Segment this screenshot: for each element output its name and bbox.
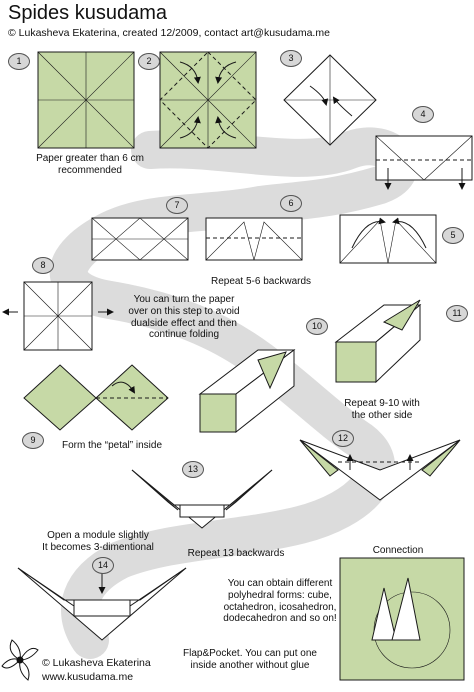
page-subtitle: © Lukasheva Ekaterina, created 12/2009, … [8,27,330,39]
kusudama-logo [1,639,39,681]
note-repeat-9-10: Repeat 9-10 with the other side [344,398,420,421]
step-13-model [131,469,273,529]
step-6-model [205,217,303,261]
step-14-model [17,567,187,641]
step-12-model [299,439,461,501]
note-polyhedral-forms: You can obtain different polyhedral form… [223,578,337,625]
step-badge-12: 12 [332,430,354,447]
step-1-square [37,51,135,149]
step-badge-8: 8 [32,257,54,274]
step-4-rectangle [375,135,473,190]
step-9-petals [23,364,169,431]
step-8-model [2,281,114,351]
step-2-square [159,51,257,149]
note-paper-size: Paper greater than 6 cm recommended [36,153,144,176]
note-turn-paper: You can turn the paper over on this step… [128,294,240,341]
step-badge-6: 6 [280,195,302,212]
step-3-diamond [283,54,377,146]
note-open-module: Open a module slightly It becomes 3-dime… [42,530,154,553]
connection-label: Connection [372,545,424,556]
step-badge-7: 7 [166,197,188,214]
step-badge-14: 14 [92,557,114,574]
step-7-model [91,217,189,261]
step-10-model [198,348,296,434]
footer-author: © Lukasheva Ekaterina [42,657,151,669]
step-badge-10: 10 [306,318,328,335]
note-repeat-5-6: Repeat 5-6 backwards [210,276,312,287]
connection-figure [339,557,465,681]
page-title: Spides kusudama [8,2,167,24]
step-badge-9: 9 [22,432,44,449]
step-badge-2: 2 [138,53,160,70]
step-badge-11: 11 [446,305,468,322]
step-badge-1: 1 [8,53,30,70]
step-5-model [339,214,437,264]
step-badge-3: 3 [280,50,302,67]
step-badge-13: 13 [182,461,204,478]
note-repeat-13: Repeat 13 backwards [187,548,285,559]
step-11-model [334,299,422,384]
step-badge-4: 4 [412,106,434,123]
step-badge-5: 5 [442,227,464,244]
note-petal: Form the “petal” inside [61,440,163,451]
note-flap-pocket: Flap&Pocket. You can put one inside anot… [183,648,317,671]
footer-site: www.kusudama.me [42,671,134,683]
